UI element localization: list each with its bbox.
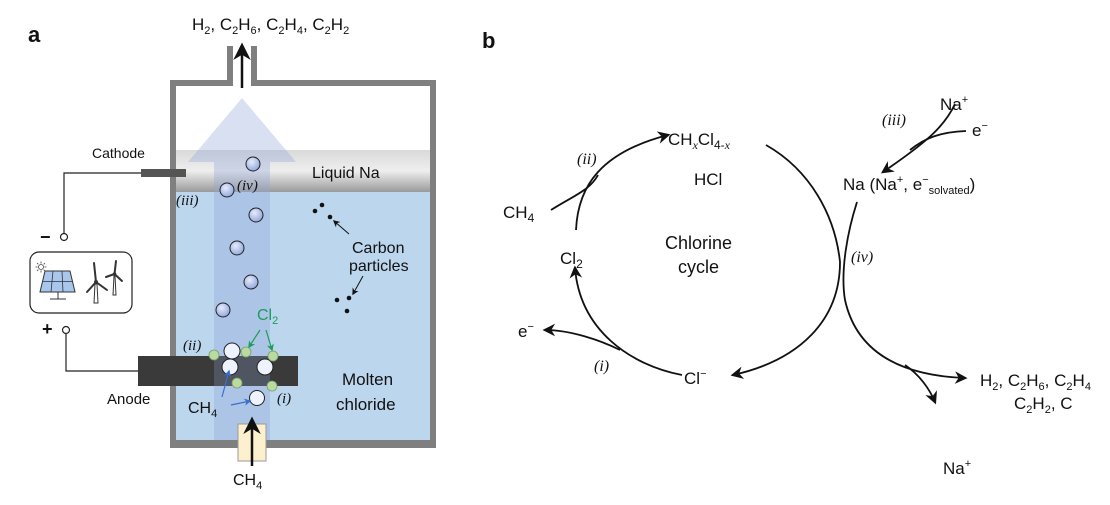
sodium-species-label: Na (Na+, e−solvated) xyxy=(843,174,975,197)
cathode-wire xyxy=(63,172,141,233)
negative-terminal xyxy=(59,232,69,242)
step-i-label: (i) xyxy=(277,391,291,407)
reactor-floor xyxy=(170,440,436,448)
solar-panel-icon xyxy=(39,270,76,300)
carbon-label-line2: particles xyxy=(349,258,409,275)
anode-wire xyxy=(65,334,138,372)
step-ii-label-b: (ii) xyxy=(577,151,597,168)
plus-sign: + xyxy=(42,319,53,339)
cycle-center-line1: Chlorine xyxy=(665,233,732,253)
inlet-ch4-label: CH4 xyxy=(233,472,262,492)
renewable-power-source xyxy=(29,251,133,314)
cl2-bubbles xyxy=(208,346,279,392)
step-iv-label-b: (iv) xyxy=(851,249,873,266)
minus-sign: − xyxy=(40,227,51,247)
products-arrow xyxy=(842,201,968,384)
liquid-na-label: Liquid Na xyxy=(312,165,380,182)
cl2-label: Cl2 xyxy=(257,307,278,327)
sun-icon xyxy=(35,261,47,273)
ch4-label-b: CH4 xyxy=(503,203,535,225)
step-iii-label-b: (iii) xyxy=(882,112,906,129)
electron-in-arrow xyxy=(909,130,967,151)
step-i-label-b: (i) xyxy=(594,358,609,375)
cl2-arrow xyxy=(265,329,274,352)
step-iii-label: (iii) xyxy=(176,193,199,209)
products-line1: H2, C2H6, C2H4 xyxy=(980,371,1091,393)
wind-turbine-icon xyxy=(86,262,108,304)
liquid-na-layer xyxy=(173,150,433,192)
ch4-label: CH4 xyxy=(188,400,217,420)
reactor-wall xyxy=(170,46,436,448)
carbon-arrow xyxy=(332,220,350,235)
ch4-arrow xyxy=(221,369,231,398)
ch4-arrow xyxy=(230,398,252,406)
carbon-particles xyxy=(312,202,352,314)
methane-bubbles xyxy=(215,156,264,318)
na-plus-out-arrow xyxy=(904,364,937,405)
cathode-bar xyxy=(141,169,186,177)
step-ii-label: (ii) xyxy=(183,338,201,354)
na-plus-out-label: Na+ xyxy=(943,458,971,478)
products-line2: C2H2, C xyxy=(1014,394,1073,416)
anode-label: Anode xyxy=(107,391,150,408)
arc-step-ii xyxy=(575,131,671,231)
chlorinated-methane-label: CHxCl4-x xyxy=(668,130,731,152)
arc-step-i xyxy=(569,265,683,376)
na-reduction-arrow xyxy=(880,103,956,174)
carbon-label-line1: Carbon xyxy=(352,240,404,257)
chloride-label: Cl− xyxy=(684,368,707,388)
step-iv-label: (iv) xyxy=(237,178,258,194)
panel-a-letter: a xyxy=(28,22,41,47)
electron-out-arrow xyxy=(542,323,621,351)
positive-terminal xyxy=(61,325,71,335)
electron-out-label: e− xyxy=(518,321,534,341)
molten-chloride-region xyxy=(173,190,433,442)
electron-in-label: e− xyxy=(972,120,988,140)
ch4-feed-arc xyxy=(550,174,599,211)
molten-label-line2: chloride xyxy=(336,395,396,414)
hcl-label: HCl xyxy=(694,170,722,189)
panel-b-letter: b xyxy=(482,28,495,53)
cl2-label-b: Cl2 xyxy=(560,249,583,271)
anode-bubbles xyxy=(221,342,274,406)
cathode-label: Cathode xyxy=(92,145,145,161)
arc-step-iv-to-chloride xyxy=(730,144,841,379)
carbon-arrow xyxy=(352,275,364,296)
cl2-arrow xyxy=(248,329,261,349)
outlet-products-label: H2, C2H6, C2H4, C2H2 xyxy=(192,15,349,37)
wind-turbine-icon xyxy=(105,260,123,296)
molten-label-line1: Molten xyxy=(342,370,393,389)
na-plus-in-label: Na+ xyxy=(940,94,968,114)
cycle-center-line2: cycle xyxy=(678,257,719,277)
